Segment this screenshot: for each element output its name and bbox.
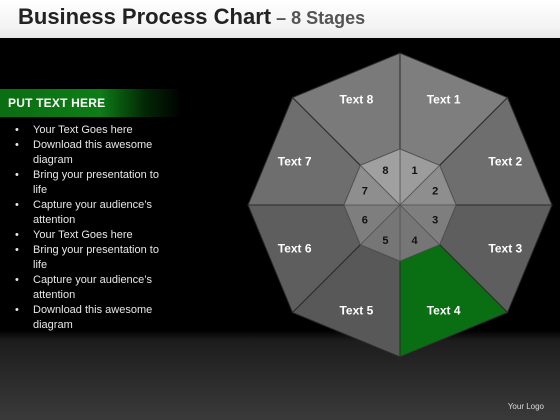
stage-label-3: Text 3 (488, 242, 522, 256)
stage-number-3: 3 (432, 215, 438, 227)
page-title: Business Process Chart – 8 Stages (18, 4, 365, 30)
stage-label-7: Text 7 (278, 154, 312, 168)
stage-label-1: Text 1 (427, 93, 461, 107)
stage-label-4: Text 4 (427, 303, 461, 317)
bullet-item: Download this awesome diagram (14, 303, 176, 333)
bullet-item: Bring your presentation to life (14, 168, 176, 198)
stage-number-6: 6 (362, 215, 368, 227)
stage-inner-segment-8 (359, 148, 401, 206)
logo-text: Your Logo (507, 402, 544, 411)
bullet-list: Your Text Goes here Download this awesom… (14, 123, 176, 333)
stage-label-5: Text 5 (339, 303, 373, 317)
bullet-item: Capture your audience’s attention (14, 273, 176, 303)
bullet-item: Download this awesome diagram (14, 138, 176, 168)
stage-number-7: 7 (362, 185, 368, 197)
stage-number-1: 1 (412, 165, 418, 177)
stage-number-8: 8 (382, 165, 388, 177)
title-main: Business Process Chart (18, 4, 272, 29)
stage-number-2: 2 (432, 185, 438, 197)
bullet-item: Capture your audience’s attention (14, 198, 176, 228)
stage-label-8: Text 8 (339, 93, 373, 107)
stage-label-6: Text 6 (278, 242, 312, 256)
title-bar: Business Process Chart – 8 Stages (0, 0, 560, 38)
title-subtitle: – 8 Stages (271, 8, 366, 28)
sidebar-heading: PUT TEXT HERE (8, 96, 106, 110)
bullet-item: Bring your presentation to life (14, 243, 176, 273)
bullet-item: Your Text Goes here (14, 123, 176, 138)
bullet-item: Your Text Goes here (14, 228, 176, 243)
sidebar-banner: PUT TEXT HERE (0, 89, 182, 117)
stage-number-5: 5 (382, 235, 388, 247)
segment-layer (247, 52, 553, 358)
stage-label-2: Text 2 (488, 154, 522, 168)
stage-number-4: 4 (412, 235, 419, 247)
